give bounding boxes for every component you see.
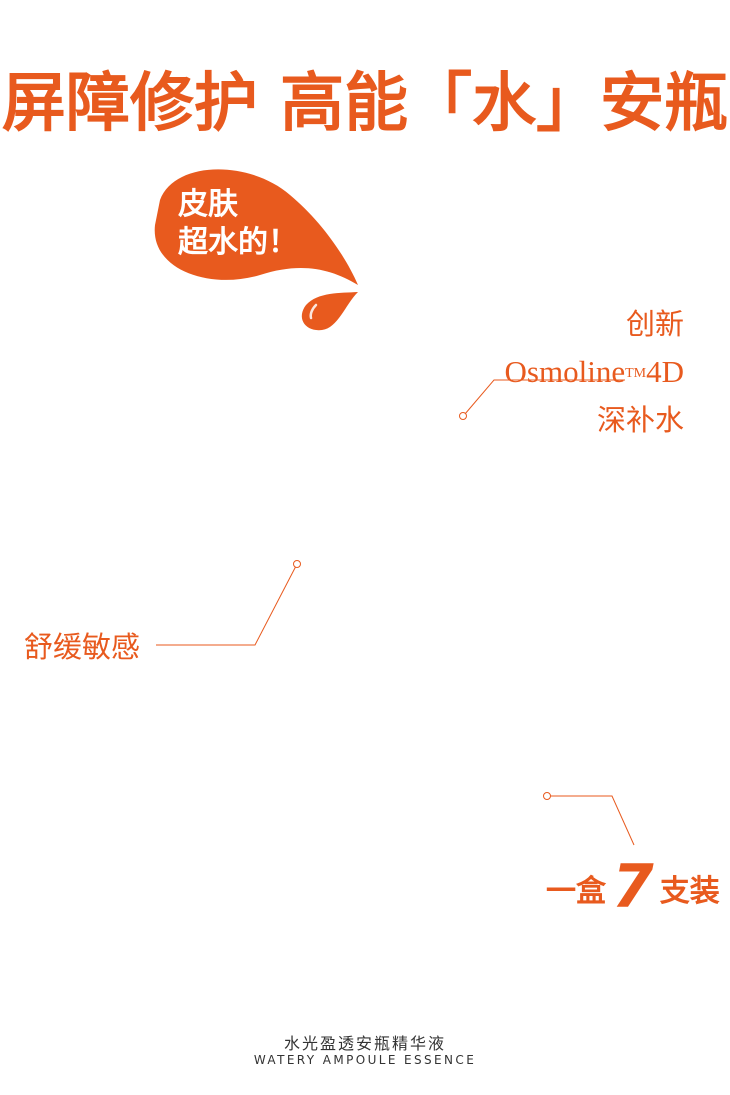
feature-osmoline-brand: OsmolineTM4D: [505, 348, 684, 396]
feature-soothe: 舒缓敏感: [24, 630, 141, 664]
feature-osmoline: 创新 OsmolineTM4D 深补水: [505, 300, 684, 444]
speech-bubble-icon: [154, 169, 358, 285]
bubble-text: 皮肤 超水的！: [178, 186, 298, 262]
feature-osmoline-line1: 创新: [625, 307, 684, 341]
box-suffix: 支装: [659, 874, 720, 909]
product-name-cn: 水光盈透安瓶精华液: [283, 1034, 446, 1053]
water-drop-icon: [301, 292, 358, 331]
connector-line-soothe: [156, 560, 301, 646]
brand-suffix: 4D: [646, 354, 684, 389]
trademark: TM: [625, 366, 647, 381]
brand-name: Osmoline: [504, 354, 626, 389]
product-name-en: WATERY AMPOULE ESSENCE: [253, 1053, 477, 1067]
box-count: 7: [612, 852, 654, 922]
bubble-line-2: 超水的！: [178, 225, 298, 260]
bubble-line-1: 皮肤: [178, 187, 238, 222]
connector-line-osmoline: [459, 379, 625, 420]
box-prefix: 一盒: [546, 874, 606, 909]
page-title: 屏障修护 高能「水」安瓶: [1, 67, 729, 141]
feature-osmoline-line3: 深补水: [596, 403, 684, 437]
connector-line-box: [543, 792, 635, 846]
